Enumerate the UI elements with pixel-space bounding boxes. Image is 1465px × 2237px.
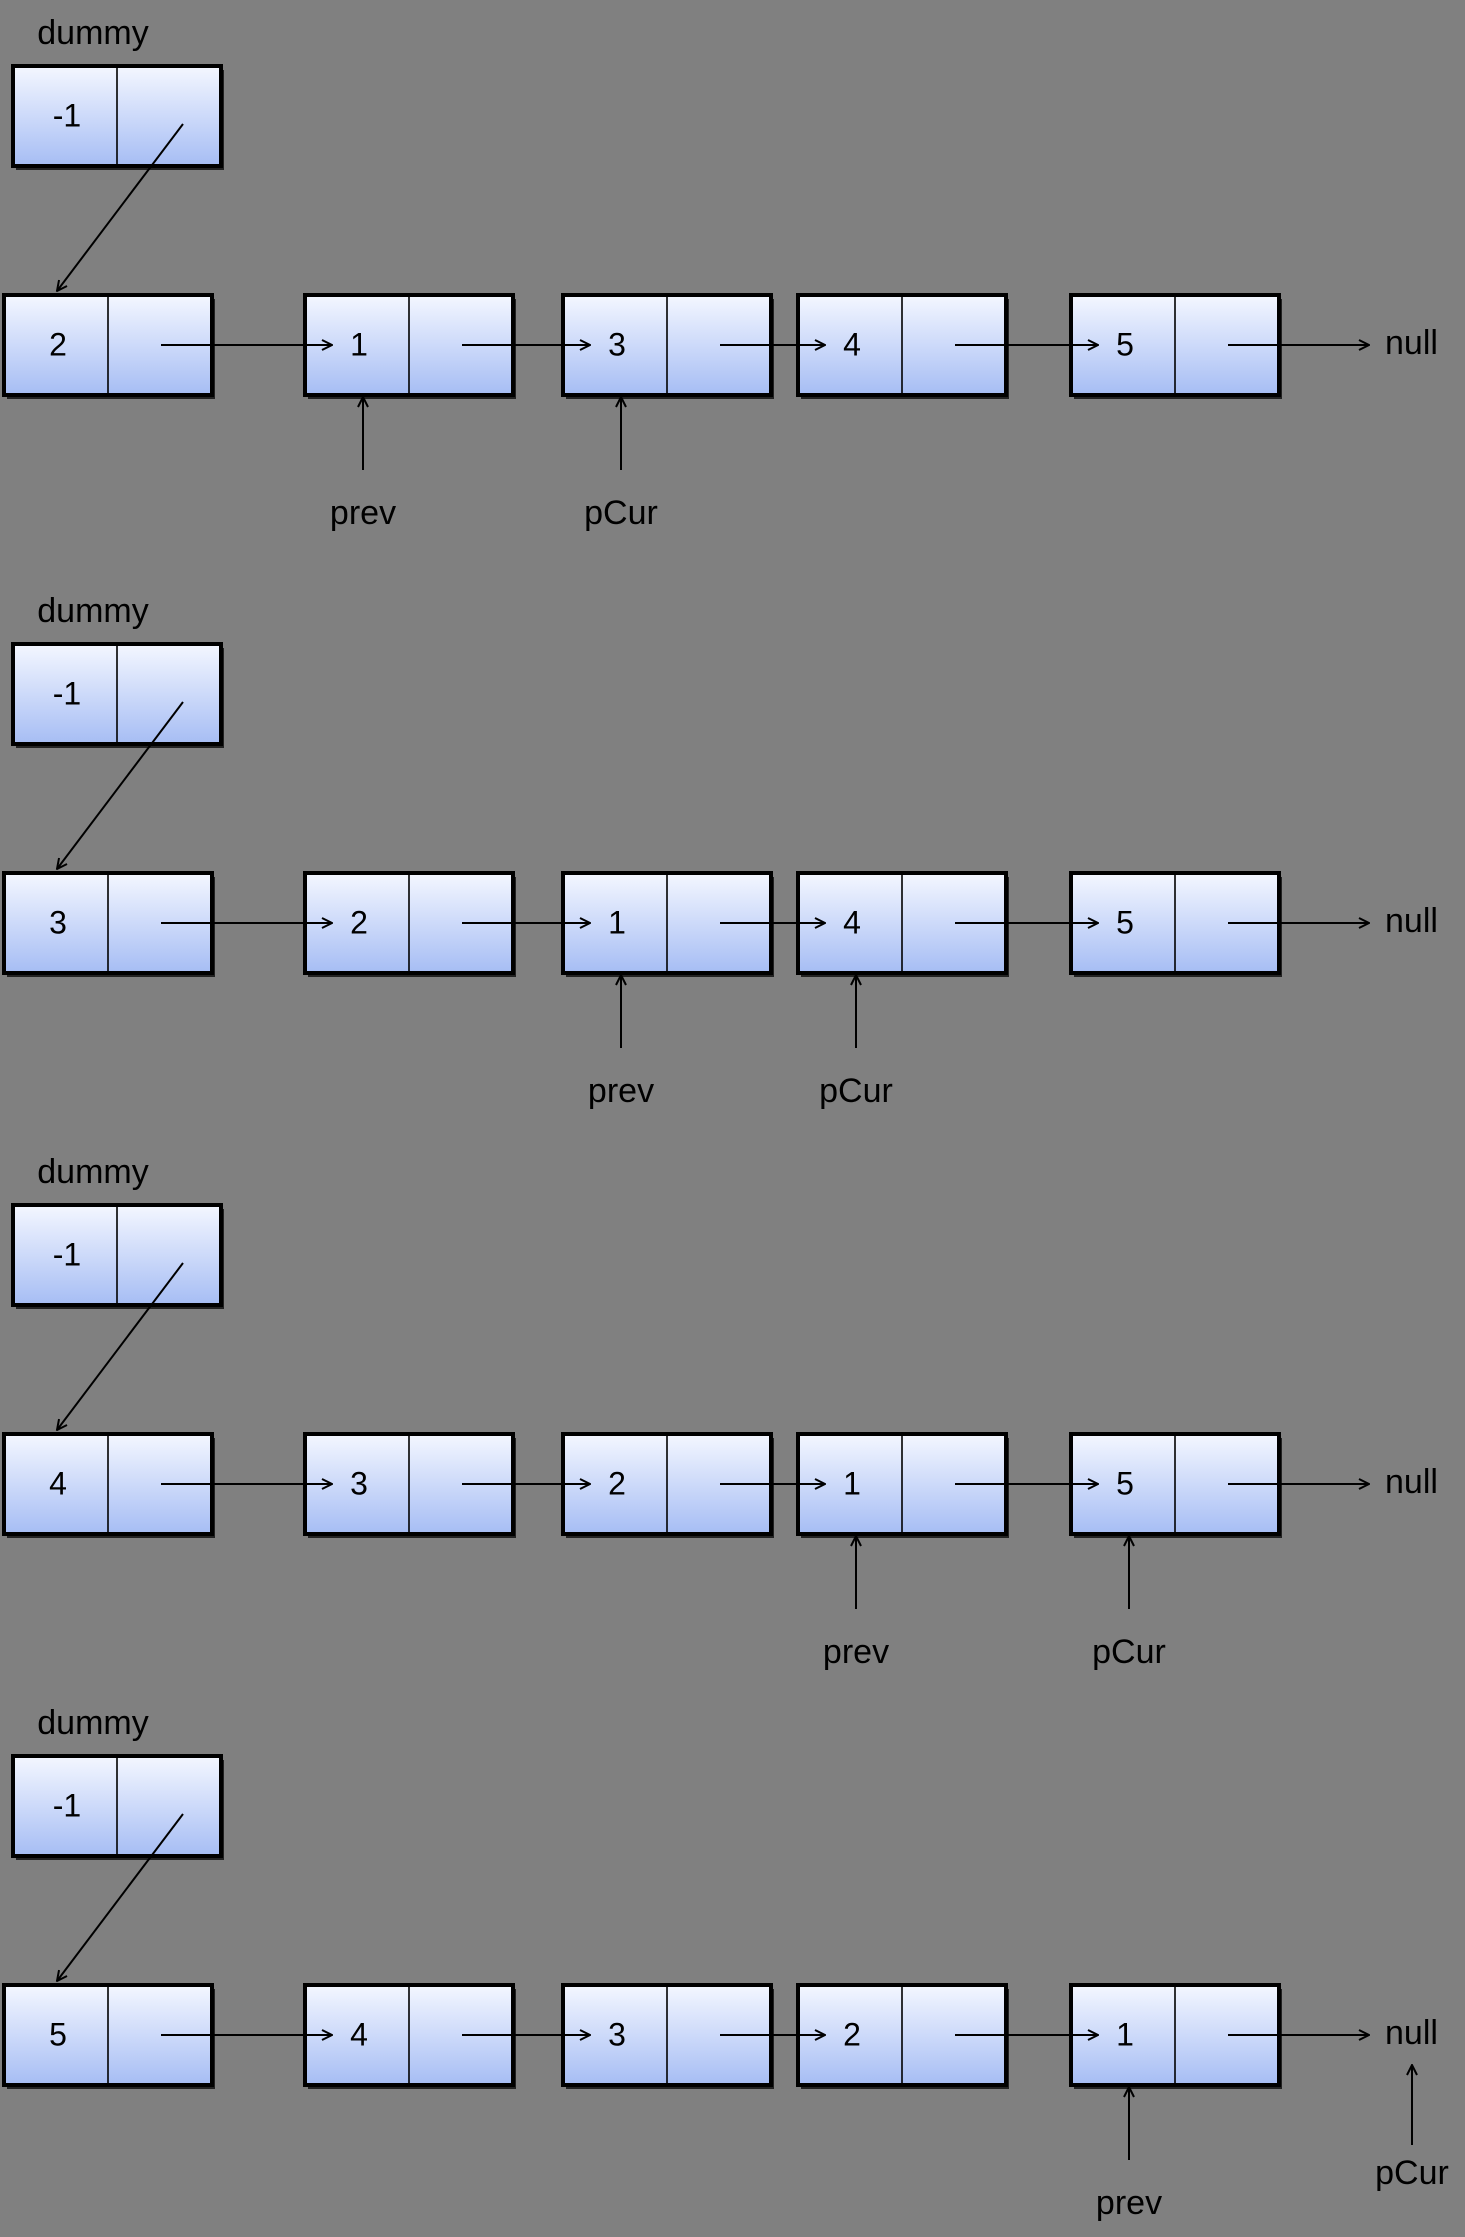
node-value: 5: [49, 2016, 67, 2052]
pcur-pointer-label: pCur: [1092, 1633, 1166, 1671]
node-value: 2: [608, 1465, 626, 1501]
node-value: -1: [53, 1787, 81, 1823]
list-node: 1: [796, 1432, 1009, 1538]
node-value: 5: [1116, 326, 1134, 362]
list-node: 3: [303, 1432, 516, 1538]
list-node: 4: [796, 293, 1009, 399]
node-value: 2: [350, 904, 368, 940]
dummy-node: -1: [11, 1203, 224, 1309]
null-label: null: [1385, 2014, 1438, 2052]
node-value: 2: [49, 326, 67, 362]
list-node: 2: [561, 1432, 774, 1538]
node-value: -1: [53, 675, 81, 711]
dummy-next-arrow: [57, 123, 184, 291]
null-label: null: [1385, 1463, 1438, 1501]
node-value: 3: [608, 326, 626, 362]
node-value: 1: [1116, 2016, 1134, 2052]
null-label: null: [1385, 902, 1438, 940]
list-node: 2: [2, 293, 215, 399]
node-value: 2: [843, 2016, 861, 2052]
list-node: 4: [2, 1432, 215, 1538]
node-value: 3: [608, 2016, 626, 2052]
dummy-node: -1: [11, 64, 224, 170]
node-value: 3: [350, 1465, 368, 1501]
prev-pointer-label: prev: [330, 494, 396, 532]
list-node: 5: [1069, 293, 1282, 399]
dummy-label: dummy: [37, 1153, 148, 1191]
prev-pointer-label: prev: [588, 1072, 654, 1110]
dummy-next-arrow: [57, 1813, 184, 1981]
node-value: 4: [350, 2016, 368, 2052]
pcur-pointer-label: pCur: [584, 494, 658, 532]
list-node: 1: [1069, 1983, 1282, 2089]
node-value: 5: [1116, 1465, 1134, 1501]
dummy-next-arrow: [57, 701, 184, 869]
list-node: 2: [796, 1983, 1009, 2089]
prev-pointer-label: prev: [823, 1633, 889, 1671]
list-node: 3: [561, 293, 774, 399]
dummy-node: -1: [11, 1754, 224, 1860]
node-value: 4: [843, 904, 861, 940]
list-node: 1: [303, 293, 516, 399]
list-node: 5: [1069, 871, 1282, 977]
node-value: 4: [49, 1465, 67, 1501]
node-value: 4: [843, 326, 861, 362]
list-node: 3: [561, 1983, 774, 2089]
dummy-label: dummy: [37, 592, 148, 630]
list-node: 5: [1069, 1432, 1282, 1538]
step-3: dummy -1 4 3 2 1 5 null prev pCur: [2, 1153, 1438, 1671]
step-4: dummy -1 5 4 3 2 1 null prev pCur: [2, 1704, 1449, 2222]
list-node: 5: [2, 1983, 215, 2089]
null-label: null: [1385, 324, 1438, 362]
dummy-label: dummy: [37, 1704, 148, 1742]
list-node: 4: [303, 1983, 516, 2089]
dummy-next-arrow: [57, 1262, 184, 1430]
node-value: 3: [49, 904, 67, 940]
node-value: 5: [1116, 904, 1134, 940]
pcur-pointer-label: pCur: [1375, 2154, 1449, 2192]
node-value: -1: [53, 1236, 81, 1272]
dummy-node: -1: [11, 642, 224, 748]
node-value: 1: [608, 904, 626, 940]
step-1: dummy -1 2 1 3 4 5 null prev pCur: [2, 14, 1438, 532]
node-value: 1: [350, 326, 368, 362]
list-node: 1: [561, 871, 774, 977]
list-node: 3: [2, 871, 215, 977]
dummy-label: dummy: [37, 14, 148, 52]
node-value: -1: [53, 97, 81, 133]
step-2: dummy -1 3 2 1 4 5 null prev pCur: [2, 592, 1438, 1110]
pcur-pointer-label: pCur: [819, 1072, 893, 1110]
node-value: 1: [843, 1465, 861, 1501]
list-node: 2: [303, 871, 516, 977]
prev-pointer-label: prev: [1096, 2184, 1162, 2222]
list-node: 4: [796, 871, 1009, 977]
